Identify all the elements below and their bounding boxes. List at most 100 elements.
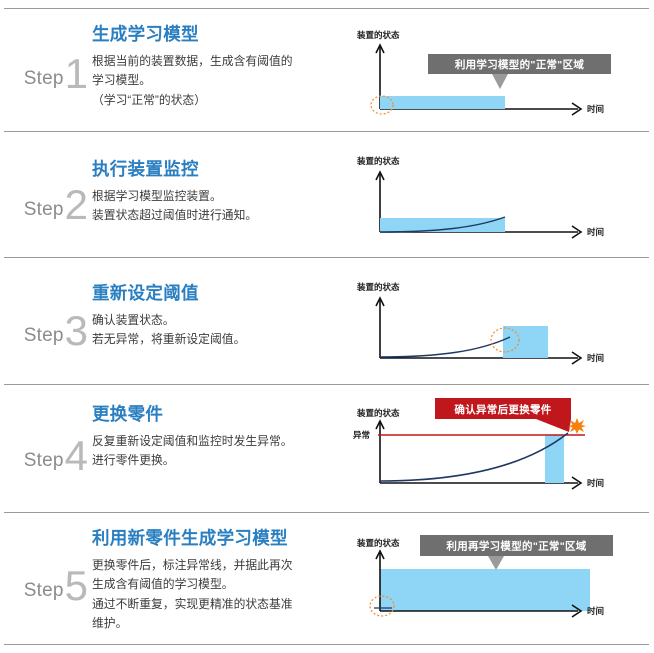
step-text-1: 生成学习模型 根据当前的装置数据，生成含有阈值的 学习模型。 （学习“正常”的状… [92,9,340,110]
step-row-3: Step 3 重新设定阈值 确认装置状态。 若无异常，将重新设定阈值。 装置的状… [0,258,654,384]
banner-label: 利用再学习模型的"正常"区域 [446,540,586,553]
step-row-2: Step 2 执行装置监控 根据学习模型监控装置。 装置状态超过阈值时进行通知。… [0,132,654,257]
step-row-1: Step 1 生成学习模型 根据当前的装置数据，生成含有阈值的 学习模型。 （学… [0,9,654,131]
x-axis-label: 时间 [587,227,604,237]
step-desc-line: （学习“正常”的状态） [92,92,207,107]
divider-2 [4,257,649,258]
banner-box [428,54,611,74]
step-figure-1: 装置的状态 时间 利用学习模型的"正常"区域 [340,9,654,131]
x-axis-arrow [571,604,583,618]
step-desc-5: 更换零件后，标注异常线，并据此再次 生成含有阈值的学习模型。 通过不断重复，实现… [92,556,340,634]
x-axis-label: 时间 [587,478,604,488]
y-axis-label: 装置的状态 [356,156,400,166]
device-state-curve [379,336,511,358]
step-desc-1: 根据当前的装置数据，生成含有阈值的 学习模型。 （学习“正常”的状态） [92,52,340,110]
step-figure-2: 装置的状态 时间 [340,132,654,257]
normal-range-band [545,435,564,483]
figure-svg-4: 装置的状态 异常 时间 确认异常后更换零件 [353,398,604,490]
origin-highlight-marker [370,95,394,115]
step-word-5: Step [23,580,64,601]
step-desc-line: 进行零件更换。 [92,453,175,468]
step-desc-4: 反复重新设定阈值和监控时发生异常。 进行零件更换。 [92,432,340,471]
normal-range-band [503,326,548,358]
banner-pointer [492,74,508,89]
figure-svg-1: 装置的状态 时间 利用学习模型的"正常"区域 [356,30,611,116]
step-title-4: 更换零件 [92,404,164,424]
normal-range-band [380,218,505,232]
step-badge-1: Step 1 [0,9,92,95]
step-title-1: 生成学习模型 [92,24,199,44]
callout-label: 确认异常后更换零件 [454,403,551,416]
step-text-4: 更换零件 反复重新设定阈值和监控时发生异常。 进行零件更换。 [92,385,340,471]
y-axis-arrow [375,419,385,430]
y-axis-arrow [375,43,385,54]
step-badge-3: Step 3 [0,258,92,352]
y-axis-arrow [375,549,385,560]
step-desc-line: 若无异常，将重新设定阈值。 [92,332,246,347]
banner-pointer [488,556,504,570]
step-badge-2: Step 2 [0,132,92,226]
step-badge-4: Step 4 [0,385,92,477]
divider-3 [4,384,649,385]
step-badge-5: Step 5 [0,513,92,607]
step-word-4: Step [23,450,64,471]
step-desc-line: 生成含有阈值的学习模型。 [92,577,234,592]
step-desc-line: 更换零件后，标注异常线，并据此再次 [92,557,293,572]
step-row-5: Step 5 利用新零件生成学习模型 更换零件后，标注异常线，并据此再次 生成含… [0,513,654,644]
step-text-2: 执行装置监控 根据学习模型监控装置。 装置状态超过阈值时进行通知。 [92,132,340,226]
step-desc-line: 反复重新设定阈值和监控时发生异常。 [92,433,293,448]
figure-svg-2: 装置的状态 时间 [356,156,604,239]
banner-label: 利用学习模型的"正常"区域 [455,58,585,71]
step-desc-line: 根据学习模型监控装置。 [92,188,222,203]
divider-4 [4,512,649,513]
step-number-1: 1 [64,50,88,97]
y-axis-label: 装置的状态 [356,282,400,292]
step-desc-2: 根据学习模型监控装置。 装置状态超过阈值时进行通知。 [92,187,340,226]
y-axis-arrow [375,296,385,307]
step-number-2: 2 [64,181,88,228]
step-title-5: 利用新零件生成学习模型 [92,528,288,548]
step-number-3: 3 [64,307,88,354]
x-axis-label: 时间 [587,606,604,616]
step-number-5: 5 [64,562,88,609]
step-figure-4: 装置的状态 异常 时间 确认异常后更换零件 [340,385,654,512]
step-desc-line: 确认装置状态。 [92,312,175,327]
step-word-3: Step [23,325,64,346]
x-axis-label: 时间 [587,353,604,363]
figure-svg-3: 装置的状态 时间 [356,282,604,365]
y-axis-arrow [375,170,385,181]
callout-box [435,398,571,419]
step-word-2: Step [23,199,64,220]
device-state-curve [379,216,506,233]
step-row-4: Step 4 更换零件 反复重新设定阈值和监控时发生异常。 进行零件更换。 装置… [0,385,654,512]
normal-range-band [380,569,590,611]
step-desc-3: 确认装置状态。 若无异常，将重新设定阈值。 [92,311,340,350]
threshold-highlight-marker [490,327,520,353]
y-axis-label: 装置的状态 [356,538,400,548]
normal-range-band [380,96,505,109]
device-state-curve [379,432,569,482]
step-title-2: 执行装置监控 [92,159,199,179]
step-figure-3: 装置的状态 时间 [340,258,654,384]
step-desc-line: 学习模型。 [92,73,151,88]
step-word-1: Step [23,68,64,89]
x-axis-arrow [571,102,583,116]
step-title-3: 重新设定阈值 [92,283,199,303]
divider-top [4,8,649,9]
x-axis-arrow [571,476,583,490]
x-axis-arrow [571,351,583,365]
divider-1 [4,131,649,132]
step-desc-line: 装置状态超过阈值时进行通知。 [92,208,258,223]
step-desc-line: 通过不断重复，实现更精准的状态基准 [92,596,293,611]
y-axis-label: 装置的状态 [356,30,400,40]
origin-highlight-marker [369,595,395,617]
step-number-4: 4 [64,432,88,479]
step-text-3: 重新设定阈值 确认装置状态。 若无异常，将重新设定阈值。 [92,258,340,350]
starburst-icon [568,418,586,434]
step-desc-line: 根据当前的装置数据，生成含有阈值的 [92,53,293,68]
figure-svg-5: 装置的状态 时间 利用再学习模型的"正常"区域 [356,535,613,618]
banner-box [420,535,613,556]
step-text-5: 利用新零件生成学习模型 更换零件后，标注异常线，并据此再次 生成含有阈值的学习模… [92,513,340,634]
x-axis-label: 时间 [587,104,604,114]
